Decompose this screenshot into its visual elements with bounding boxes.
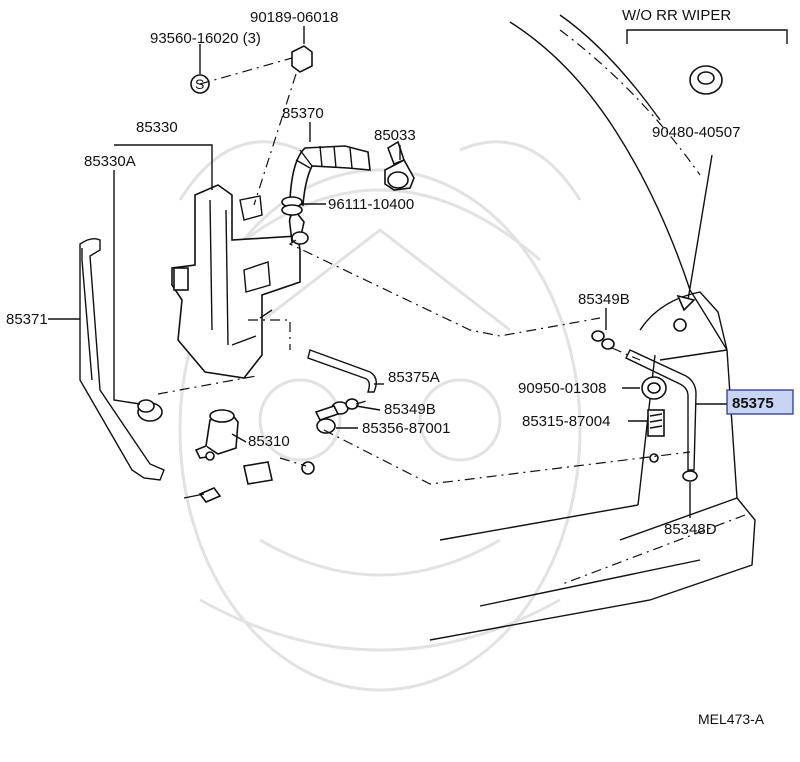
label-90950-01308[interactable]: 90950-01308 (518, 380, 606, 397)
joint-85349b-top (591, 330, 615, 350)
washer-tank (171, 184, 301, 379)
label-85315-87004[interactable]: 85315-87004 (522, 413, 610, 430)
highlight-box-85375 (726, 389, 794, 415)
label-85371[interactable]: 85371 (6, 311, 48, 328)
label-85330a[interactable]: 85330A (84, 153, 136, 170)
label-85349b-top[interactable]: 85349B (578, 291, 630, 308)
label-85349b-mid[interactable]: 85349B (384, 401, 436, 418)
hose-85371-inner (81, 248, 93, 381)
motor-85310 (194, 409, 239, 461)
label-85375[interactable]: 85375 (732, 395, 774, 412)
variant-bracket (626, 29, 788, 44)
label-85370[interactable]: 85370 (282, 105, 324, 122)
label-90189-06018[interactable]: 90189-06018 (250, 9, 338, 26)
nozzle-85315 (647, 409, 665, 437)
clamp-85348d (682, 470, 698, 482)
leader-lines (48, 26, 727, 518)
assembly-lines (157, 57, 691, 485)
svg-text:S: S (195, 76, 204, 92)
label-93560-16020[interactable]: 93560-16020 (3) (150, 30, 261, 47)
grommet-90480 (689, 65, 723, 95)
variant-heading: W/O RR WIPER (622, 7, 731, 24)
figure-code: MEL473-A (698, 711, 765, 727)
clip-96111 (281, 196, 303, 216)
nut-90189 (291, 45, 313, 73)
watermark-emblem (178, 140, 582, 692)
hose-85375 (625, 349, 697, 471)
label-90480-40507[interactable]: 90480-40507 (652, 124, 740, 141)
small-clip (301, 461, 315, 475)
label-85375a[interactable]: 85375A (388, 369, 440, 386)
bolt-small (198, 487, 222, 503)
label-85330[interactable]: 85330 (136, 119, 178, 136)
grommet-tank (137, 399, 163, 422)
vehicle-body-outline (429, 14, 756, 641)
label-85348d[interactable]: 85348D (664, 521, 717, 538)
leader-90480 (687, 154, 713, 301)
bracket-small (243, 461, 273, 485)
label-85033[interactable]: 85033 (374, 127, 416, 144)
hose-85371 (79, 237, 165, 481)
arrow-90480 (676, 294, 696, 312)
hose-85370 (288, 145, 371, 245)
label-96111-10400[interactable]: 96111-10400 (328, 196, 414, 213)
label-85356-87001[interactable]: 85356-87001 (362, 420, 450, 437)
grommet-90950 (641, 376, 667, 400)
label-85310[interactable]: 85310 (248, 433, 290, 450)
bolt-shaft (183, 493, 205, 499)
nozzle-85356 (314, 405, 340, 434)
hose-85375a (307, 349, 377, 393)
